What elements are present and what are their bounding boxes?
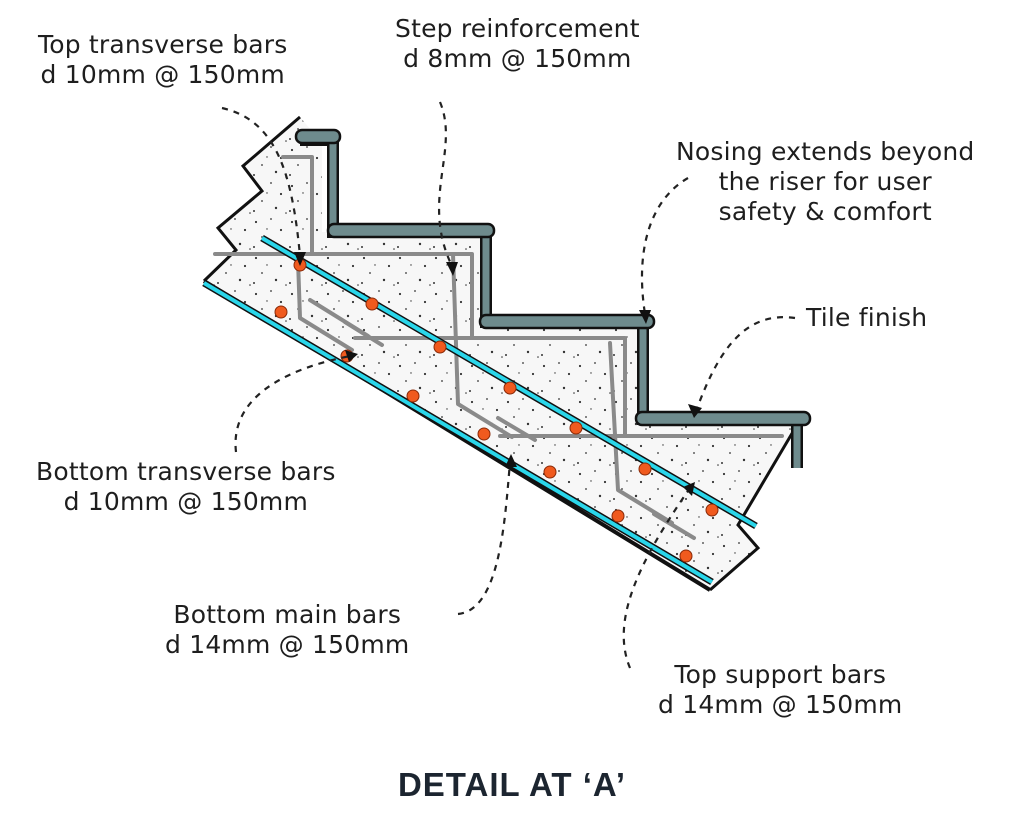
bottom-main-bar-core bbox=[202, 281, 714, 584]
leader-arrowheads bbox=[294, 252, 702, 496]
label-line: Tile finish bbox=[806, 303, 928, 332]
label-line: d 10mm @ 150mm bbox=[63, 487, 309, 516]
step-reinforcement bbox=[213, 155, 784, 540]
label-top-support-bars: Top support bars d 14mm @ 150mm bbox=[658, 660, 902, 720]
nosing-3 bbox=[478, 313, 656, 330]
label-bottom-transverse-bars: Bottom transverse bars d 10mm @ 150mm bbox=[36, 457, 336, 517]
label-line: d 8mm @ 150mm bbox=[403, 44, 632, 73]
label-line: d 14mm @ 150mm bbox=[658, 690, 903, 719]
label-line: d 14mm @ 150mm bbox=[165, 630, 410, 659]
label-line: Nosing extends beyond bbox=[676, 137, 975, 166]
nosing-2 bbox=[326, 222, 496, 239]
label-bottom-main-bars: Bottom main bars d 14mm @ 150mm bbox=[165, 600, 409, 660]
label-line: Top transverse bars bbox=[38, 30, 288, 59]
label-line: safety & comfort bbox=[718, 197, 932, 226]
nosing-4 bbox=[634, 410, 812, 427]
label-step-reinforcement: Step reinforcement d 8mm @ 150mm bbox=[395, 14, 640, 74]
label-line: Top support bars bbox=[674, 660, 887, 689]
label-line: Step reinforcement bbox=[395, 14, 640, 43]
nosing-1 bbox=[294, 128, 342, 145]
bottom-break-line bbox=[709, 424, 799, 592]
stair-section-drawing bbox=[202, 101, 812, 669]
label-nosing: Nosing extends beyond the riser for user… bbox=[676, 137, 975, 227]
label-line: Bottom transverse bars bbox=[36, 457, 336, 486]
label-line: d 10mm @ 150mm bbox=[40, 60, 285, 89]
label-line: the riser for user bbox=[718, 167, 932, 196]
leader-lines bbox=[221, 101, 796, 669]
detail-title: DETAIL AT ‘A’ bbox=[397, 766, 627, 803]
label-line: Bottom main bars bbox=[173, 600, 402, 629]
label-tile-finish: Tile finish bbox=[806, 303, 927, 333]
label-top-transverse-bars: Top transverse bars d 10mm @ 150mm bbox=[38, 30, 288, 90]
